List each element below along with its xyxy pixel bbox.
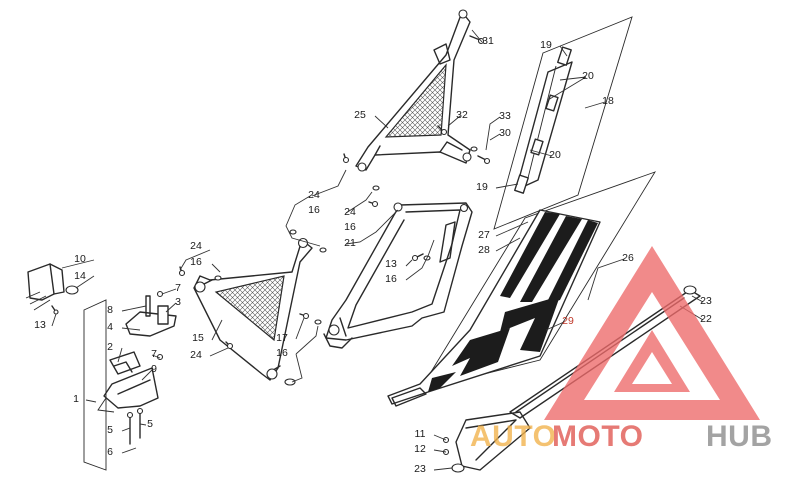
triangle-logo-icon xyxy=(544,246,760,420)
callout-c10: 10 xyxy=(74,253,86,265)
callout-c19b: 19 xyxy=(476,181,488,193)
lower-step-frame xyxy=(193,237,313,386)
watermark-logo: AUTO MOTO HUB xyxy=(470,246,773,453)
callout-c16a: 16 xyxy=(308,204,320,216)
callout-c2: 2 xyxy=(107,341,113,353)
callout-c19a: 19 xyxy=(540,39,552,51)
callout-c33: 33 xyxy=(499,110,511,122)
callout-c5a: 5 xyxy=(107,424,113,436)
callout-c1: 1 xyxy=(73,393,79,405)
callout-c7a: 7 xyxy=(175,282,181,294)
callout-c20b: 20 xyxy=(549,149,561,161)
watermark-word-hub: HUB xyxy=(706,420,773,453)
callout-c16c: 16 xyxy=(190,256,202,268)
callout-c24d: 24 xyxy=(190,349,202,361)
side-decal-panel xyxy=(387,171,657,407)
callout-c23b: 23 xyxy=(414,463,426,475)
watermark-word-moto: MOTO xyxy=(552,420,643,453)
callout-c15: 15 xyxy=(192,332,204,344)
callout-c21: 21 xyxy=(344,237,356,249)
callout-c25: 25 xyxy=(354,109,366,121)
callout-c26: 26 xyxy=(622,252,634,264)
callout-c13b: 13 xyxy=(34,319,46,331)
callout-c20a: 20 xyxy=(582,70,594,82)
callout-c29: 29 xyxy=(562,315,574,327)
hardware xyxy=(51,35,491,350)
side-rail xyxy=(442,285,701,473)
main-side-frame xyxy=(323,202,473,349)
callout-c28: 28 xyxy=(478,244,490,256)
callout-c8: 8 xyxy=(107,304,113,316)
callout-c17: 17 xyxy=(276,332,288,344)
callout-c6: 6 xyxy=(107,446,113,458)
callout-c22: 22 xyxy=(700,313,712,325)
callout-c7b: 7 xyxy=(151,348,157,360)
callout-c3: 3 xyxy=(175,296,181,308)
callout-c11: 11 xyxy=(415,428,426,440)
callout-c27: 27 xyxy=(478,229,490,241)
watermark-word-auto: AUTO xyxy=(470,420,556,453)
callout-c16b: 16 xyxy=(344,221,356,233)
decal-strip-assembly xyxy=(493,16,633,230)
callout-c24b: 24 xyxy=(344,206,356,218)
callout-c13a: 13 xyxy=(385,258,397,270)
latch-assembly xyxy=(83,290,177,471)
callout-c31: 31 xyxy=(482,35,494,47)
callout-c4: 4 xyxy=(107,321,113,333)
leader-lines xyxy=(51,29,704,471)
callout-c16e: 16 xyxy=(276,347,288,359)
callout-c32: 32 xyxy=(456,109,468,121)
callout-c18: 18 xyxy=(602,95,614,107)
callout-c24c: 24 xyxy=(190,240,202,252)
callout-c5b: 5 xyxy=(147,418,153,430)
callout-c9: 9 xyxy=(151,363,157,375)
callout-c23a: 23 xyxy=(700,295,712,307)
callout-c16d: 16 xyxy=(385,273,397,285)
upper-step-frame xyxy=(355,9,472,172)
callout-c24a: 24 xyxy=(308,189,320,201)
mount-bracket xyxy=(25,263,79,311)
callout-c14: 14 xyxy=(74,270,86,282)
callout-c30: 30 xyxy=(499,127,511,139)
callout-c12: 12 xyxy=(414,443,426,455)
